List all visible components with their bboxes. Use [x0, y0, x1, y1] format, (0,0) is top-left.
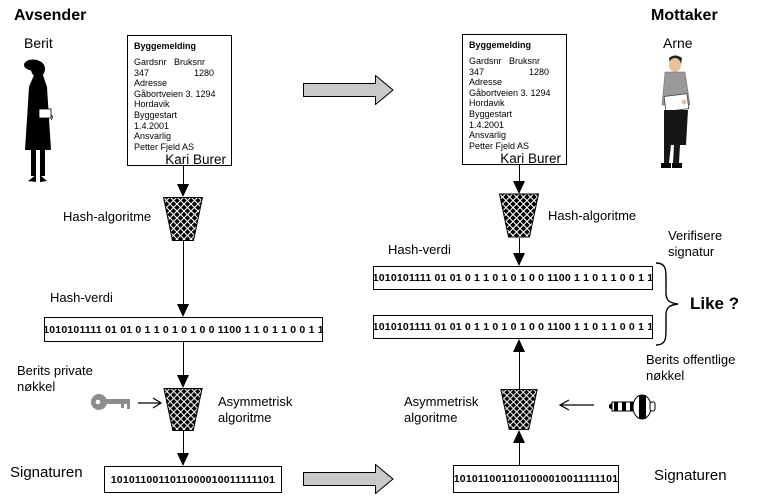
document-line: Byggestart — [469, 108, 513, 119]
building-notice-document-receiver: Byggemelding Gardsnr Bruksnr 347 1280 Ad… — [462, 34, 567, 167]
document-line: Gåbortveien 3. 1294 — [134, 88, 216, 99]
document-line: 347 1280 — [134, 67, 215, 78]
arrowhead-down-icon — [513, 181, 525, 194]
document-line: Ansvarlig — [469, 130, 507, 141]
flow-line — [519, 165, 520, 181]
document-line: Petter Fjeld AS — [469, 140, 530, 151]
transfer-arrow-top-icon — [303, 75, 394, 105]
document-line: Petter Fjeld AS — [134, 141, 195, 152]
document-line: Gardsnr Bruksnr — [469, 56, 541, 66]
hash-value-label-receiver: Hash-verdi — [388, 242, 451, 257]
arrowhead-up-icon — [513, 430, 525, 443]
key-input-arrow-right-icon — [138, 397, 163, 409]
comparison-brace — [655, 262, 679, 346]
arrowhead-down-icon — [513, 253, 525, 266]
document-line: Hordavik — [134, 99, 170, 110]
verify-signature-label: Verifisere signatur — [668, 228, 723, 260]
flow-line — [519, 443, 520, 465]
hash-algorithm-label-sender: Hash-algoritme — [63, 209, 152, 224]
document-line: Adresse — [469, 77, 503, 88]
document-handwritten-signature: Kari Burer — [500, 151, 561, 167]
hash-algorithm-funnel-receiver-icon — [499, 193, 539, 238]
hash-algorithm-label-receiver: Hash-algoritme — [548, 208, 637, 223]
asymmetric-algorithm-label-receiver: Asymmetrisk algoritme — [404, 394, 479, 426]
document-line: 1.4.2001 — [134, 120, 170, 131]
sender-person-figure-icon — [24, 59, 53, 182]
private-key-label: Berits private nøkkel — [17, 363, 93, 395]
document-line: 1.4.2001 — [469, 119, 505, 130]
arrowhead-down-icon — [177, 453, 189, 466]
flow-line — [183, 166, 184, 184]
building-notice-document-sender: Byggemelding Gardsnr Bruksnr 347 1280 Ad… — [127, 35, 232, 168]
signature-box-receiver: 1010110011011000010011111101 — [453, 465, 619, 493]
document-title: Byggemelding — [469, 40, 532, 50]
signature-label-receiver: Signaturen — [654, 467, 727, 484]
flow-line — [519, 238, 520, 253]
public-key-label: Berits offentlige nøkkel — [646, 352, 736, 384]
document-line: Ansvarlig — [134, 131, 172, 142]
receiver-person-figure-icon — [661, 55, 691, 168]
hash-value-box-computed: 1010101111 01 01 0 1 1 0 1 0 1 0 0 1100 … — [373, 266, 653, 290]
receiver-role-label: Mottaker — [651, 7, 718, 24]
document-title: Byggemelding — [134, 41, 197, 51]
asymmetric-algorithm-funnel-receiver-icon — [500, 389, 538, 430]
document-line: Byggestart — [134, 109, 178, 120]
hash-value-box-sender: 1010101111 01 01 0 1 1 0 1 0 1 0 0 1100 … — [43, 317, 324, 342]
document-line: Gardsnr Bruksnr — [134, 57, 206, 67]
document-handwritten-signature: Kari Burer — [165, 152, 226, 168]
document-line: 347 1280 — [469, 66, 550, 77]
document-line: Gåbortveien 3. 1294 — [469, 87, 551, 98]
flow-line — [519, 352, 520, 390]
flow-line — [183, 431, 184, 453]
receiver-name-label: Arne — [663, 35, 693, 51]
flow-line — [183, 241, 184, 304]
document-line: Hordavik — [469, 98, 505, 109]
asymmetric-algorithm-funnel-sender-icon — [163, 388, 203, 431]
hash-algorithm-funnel-sender-icon — [163, 197, 203, 241]
asymmetric-algorithm-label-sender: Asymmetrisk algoritme — [218, 394, 293, 426]
sender-name-label: Berit — [24, 35, 53, 51]
arrowhead-down-icon — [177, 184, 189, 197]
document-line: Adresse — [134, 78, 168, 89]
key-input-arrow-left-icon — [558, 399, 594, 411]
hash-value-box-decrypted: 1010101111 01 01 0 1 1 0 1 0 1 0 0 1100 … — [373, 315, 653, 339]
transfer-arrow-bottom-icon — [303, 464, 394, 494]
hash-value-label-sender: Hash-verdi — [50, 290, 113, 305]
signature-label-sender: Signaturen — [10, 464, 83, 481]
signature-box-sender: 1010110011011000010011111101 — [104, 466, 282, 493]
arrowhead-up-icon — [513, 339, 525, 352]
arrowhead-down-icon — [177, 304, 189, 317]
arrowhead-down-icon — [177, 375, 189, 388]
sender-role-label: Avsender — [14, 7, 87, 24]
flow-line — [183, 342, 184, 375]
public-key-icon — [609, 394, 656, 420]
private-key-icon — [91, 394, 130, 410]
equal-question-label: Like ? — [690, 294, 740, 313]
